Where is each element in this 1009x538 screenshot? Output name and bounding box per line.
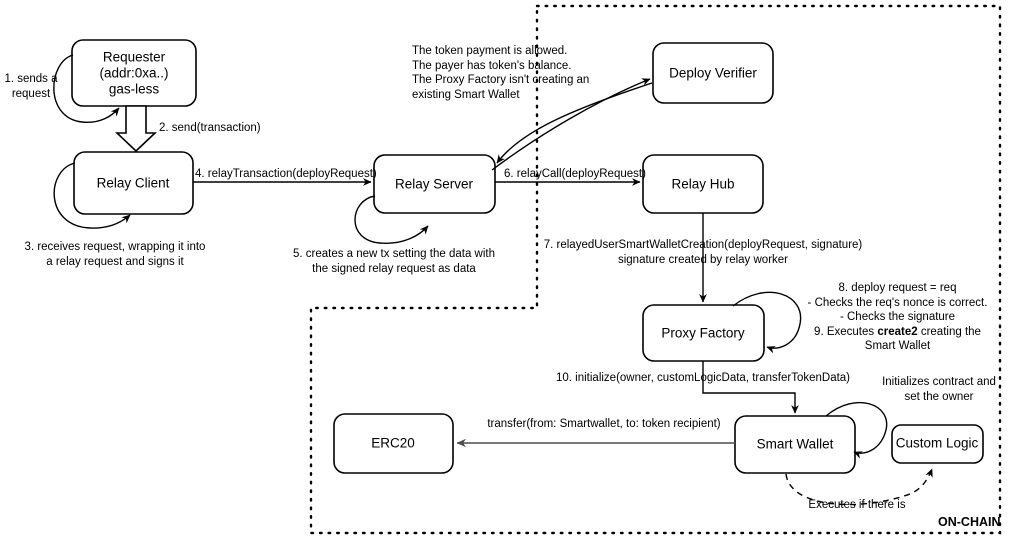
step9-line5: Smart Wallet [864, 340, 931, 352]
node-deploy-verifier [652, 42, 774, 104]
edge-label-step10: 10. initialize(owner, customLogicData, t… [555, 372, 851, 384]
edge-label-transfer: transfer(from: Smartwallet, to: token re… [487, 418, 721, 430]
edge-initialize [702, 361, 799, 414]
edge-label-step5: 5. creates a new tx setting the data wit… [292, 248, 495, 275]
deploy-verifier-conditions-note: The token payment is allowed.The payer h… [412, 45, 590, 101]
edge-send-transaction-block-arrow [114, 105, 158, 153]
on-chain-boundary [309, 4, 1002, 535]
edge-executes-custom-logic [785, 468, 933, 506]
edge-smart-wallet-self-loop [825, 401, 888, 459]
step8-line3: - Checks the signature [839, 311, 956, 323]
node-label-requester-line2: (addr:0xa..) [99, 66, 168, 81]
edge-label-step6: 6. relayCall(deployRequest) [504, 168, 646, 180]
node-label-custom-logic: Custom Logic [896, 436, 979, 451]
step9-line4-post: creating the [917, 325, 981, 338]
edge-label-step7: 7. relayedUserSmartWalletCreation(deploy… [543, 239, 863, 266]
node-label-deploy-verifier: Deploy Verifier [669, 66, 757, 81]
edge-label-step8-9: 8. deploy request = req - Checks the req'… [790, 281, 1005, 354]
step8-line1: 8. deploy request = req [838, 282, 957, 294]
node-label-relay-client: Relay Client [97, 176, 170, 191]
node-label-requester-line3: gas-less [109, 82, 160, 97]
label-executes-if-there-is: Executes if there is [808, 499, 906, 511]
node-label-proxy-factory: Proxy Factory [661, 326, 745, 341]
node-relay-server [373, 154, 496, 214]
edge-requester-self-loop [53, 54, 120, 124]
node-custom-logic [891, 424, 984, 464]
node-label-smart-wallet: Smart Wallet [757, 437, 834, 452]
node-label-requester-line1: Requester [103, 50, 166, 65]
edge-server-to-verifier [491, 78, 651, 171]
edge-relay-client-self-loop [53, 162, 131, 229]
node-relay-client [73, 151, 194, 215]
edge-proxy-factory-self-loop [732, 291, 802, 354]
step9-create2-keyword: create2 [877, 325, 918, 338]
edge-label-step4: 4. relayTransaction(deployRequest) [195, 168, 377, 180]
edge-relay-server-self-loop [354, 195, 429, 244]
node-smart-wallet [734, 415, 856, 474]
node-erc20 [333, 413, 454, 474]
node-label-relay-hub: Relay Hub [671, 177, 734, 192]
edge-verifier-to-server [496, 82, 653, 164]
node-label-erc20: ERC20 [371, 436, 415, 451]
on-chain-label: ON-CHAIN [938, 515, 1001, 529]
node-label-relay-server: Relay Server [395, 177, 474, 192]
step9-line4-pre: 9. Executes [814, 325, 878, 338]
edge-label-step2: 2. send(transaction) [159, 122, 261, 134]
step8-line2: - Checks the req's nonce is correct. [807, 296, 988, 309]
